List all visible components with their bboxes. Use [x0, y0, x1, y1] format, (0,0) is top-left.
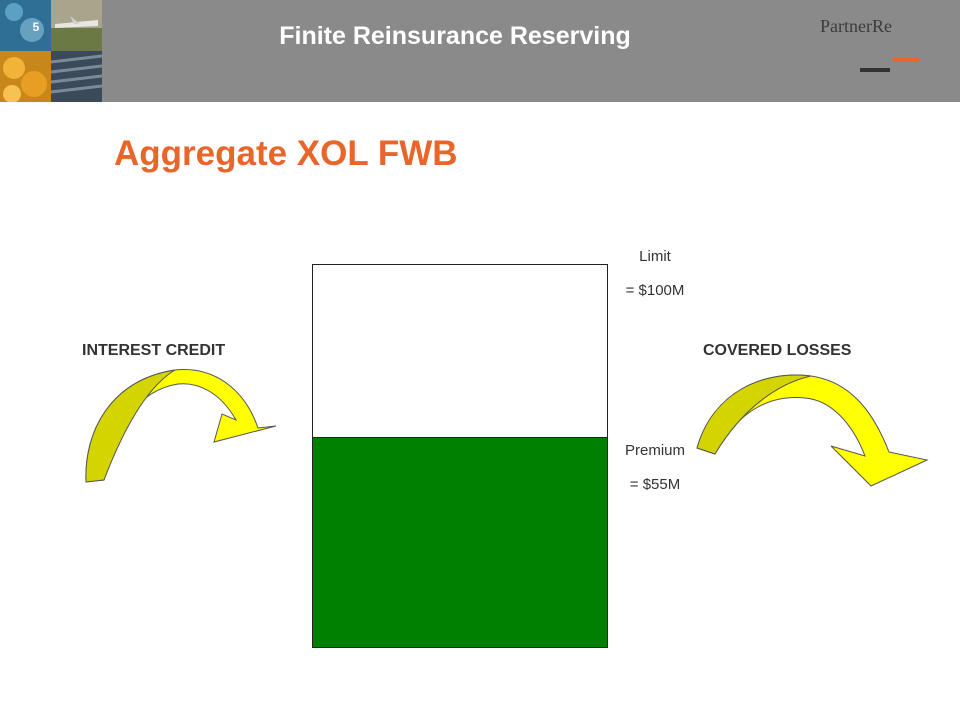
covered-losses-label: COVERED LOSSES	[703, 342, 852, 359]
covered-losses-arrow-icon	[696, 374, 929, 487]
premium-fill	[313, 436, 607, 647]
slide-title: Aggregate XOL FWB	[114, 134, 458, 173]
photo-collage-image	[0, 0, 102, 102]
presentation-title: Finite Reinsurance Reserving	[279, 22, 631, 50]
partnerre-logo-text: PartnerRe	[820, 16, 892, 36]
premium-label: Premium	[624, 442, 685, 459]
interest-credit-label: INTEREST CREDIT	[82, 342, 226, 359]
slide-number: 5	[32, 20, 40, 34]
partnerre-logo-mark-icon	[860, 58, 919, 72]
header-photo-collage: 5	[0, 0, 102, 102]
interest-credit-arrow-icon	[85, 369, 277, 483]
limit-label: Limit	[639, 248, 671, 265]
fund-container	[312, 264, 608, 648]
slide-header: 5 Finite Reinsurance Reserving PartnerRe	[0, 0, 960, 102]
premium-value: = $55M	[629, 476, 681, 493]
limit-value: = $100M	[625, 282, 685, 299]
